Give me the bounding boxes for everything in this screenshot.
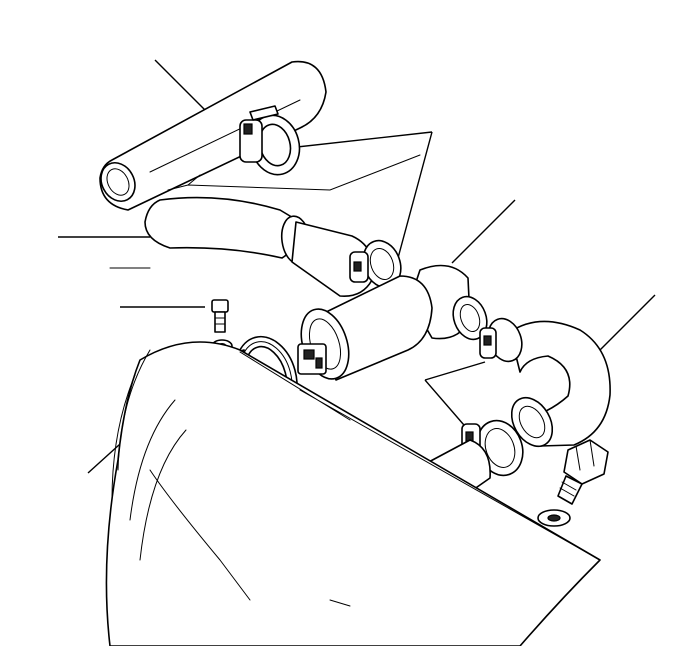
upper-pipe	[99, 60, 421, 211]
upper-clamp	[239, 105, 301, 176]
sensor-housing	[297, 264, 488, 381]
leader-sensor-housing	[451, 199, 516, 264]
leader-elbow-hose	[597, 294, 656, 353]
hex-plug	[537, 439, 609, 527]
leader-hose-clamps	[424, 361, 486, 433]
lower-hose	[109, 196, 374, 297]
elbow-hose	[479, 317, 611, 448]
main-cylinder	[105, 341, 601, 646]
leader-upper-pipe	[154, 59, 206, 111]
